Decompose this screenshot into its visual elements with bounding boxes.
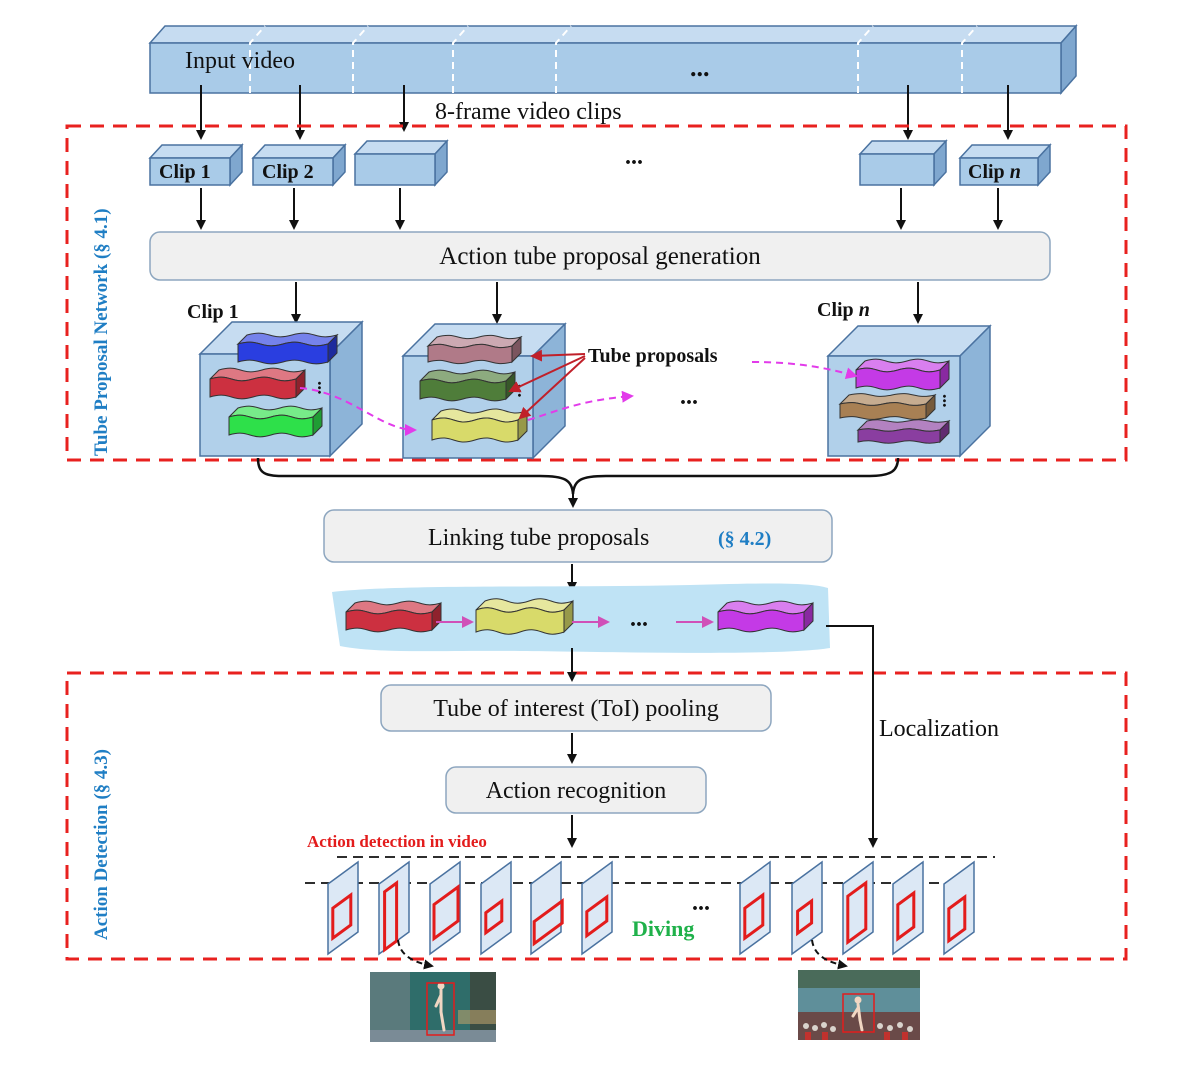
action-recognition-label: Action recognition <box>486 778 667 804</box>
linked-tube-magenta <box>717 600 814 633</box>
video-frame <box>581 860 613 956</box>
frame-detection-box <box>432 884 460 942</box>
thumbnail-diver-1 <box>370 972 496 1042</box>
clip-2-tubes <box>419 334 528 443</box>
proposal-generation-label: Action tube proposal generation <box>439 243 761 270</box>
frame-detection-box <box>585 894 609 939</box>
linked-ellipsis: ... <box>630 606 648 632</box>
clip-to-generation-arrows <box>196 188 1003 230</box>
linking-label: Linking tube proposals <box>428 525 649 551</box>
video-frame <box>842 860 874 956</box>
tube-proposal-section-label: Tube Proposal Network (§ 4.1) <box>91 208 112 456</box>
video-frame <box>327 860 359 956</box>
video-frame <box>429 860 461 956</box>
thumbnail-2-detection-box <box>842 993 875 1033</box>
clip-1-block: Clip 1 <box>148 143 244 187</box>
action-detection-video-label: Action detection in video <box>307 832 487 851</box>
linked-tube-red <box>345 600 442 633</box>
thumbnail-1-detection-box <box>426 982 455 1036</box>
clip-2-tube-yellow <box>431 408 528 443</box>
tube-proposals-label: Tube proposals <box>588 345 718 367</box>
linked-tube-yellow <box>475 598 574 635</box>
video-frame <box>892 860 924 956</box>
linking-box: Linking tube proposals (§ 4.2) <box>323 509 833 563</box>
detection-frames <box>327 860 975 956</box>
clip-2-label: Clip 2 <box>262 161 314 183</box>
frame-detection-box <box>846 880 868 946</box>
frame-to-thumbnail-2-arrow <box>811 939 848 970</box>
clip-1-vertical-dots: ... <box>314 381 334 395</box>
tube-proposal-section-border <box>65 124 1128 462</box>
toi-pooling-box: Tube of interest (ToI) pooling <box>380 684 772 732</box>
cube-clip-n-label: Clip n <box>817 299 870 321</box>
toi-pooling-label: Tube of interest (ToI) pooling <box>433 696 718 722</box>
clip-n-minus-1-block <box>858 139 948 187</box>
video-frame <box>378 860 410 956</box>
frame-detection-box <box>796 898 814 937</box>
thumbnail-diver-2 <box>798 970 920 1040</box>
frame-to-thumbnail-1-arrow <box>397 939 434 970</box>
video-frame <box>791 860 823 956</box>
generation-to-cube-arrows <box>291 282 923 324</box>
clip-n-tube-purple <box>856 419 951 444</box>
action-detection-section-border <box>65 671 1128 961</box>
video-frame <box>530 860 564 956</box>
clip-1-tube-blue <box>236 332 339 365</box>
localization-path <box>826 625 878 848</box>
frames-ellipsis: ... <box>692 890 710 916</box>
diving-label: Diving <box>632 916 694 941</box>
video-frame <box>480 860 512 956</box>
frame-detection-box <box>947 894 967 944</box>
tube-linking-arrows <box>299 361 858 436</box>
input-video-bar: Input video ... <box>148 24 1078 95</box>
clip-1-cube: ... <box>198 320 364 458</box>
proposal-generation-box: Action tube proposal generation <box>149 231 1051 281</box>
clips-caption: 8-frame video clips <box>435 99 622 125</box>
input-video-label: Input video <box>185 48 295 74</box>
clip-n-block: Clip n <box>958 143 1052 187</box>
localization-label: Localization <box>879 716 999 742</box>
clip-2-vertical-dots: ... <box>514 384 534 398</box>
clip-3-block <box>353 139 449 187</box>
clip-1-label: Clip 1 <box>159 161 211 183</box>
frame-detection-box <box>743 892 765 942</box>
linked-tube-band: ... <box>332 583 830 653</box>
clip-2-block: Clip 2 <box>251 143 347 187</box>
linked-tubes <box>345 598 814 635</box>
tube-proposals-pointers <box>508 349 586 420</box>
frame-detection-box <box>484 898 504 936</box>
frame-detection-box <box>331 892 353 942</box>
action-recognition-box: Action recognition <box>445 766 707 814</box>
clip-2-tube-rose <box>426 334 523 365</box>
action-detection-section-label: Action Detection (§ 4.3) <box>91 749 112 940</box>
video-frame <box>739 860 771 956</box>
merge-brace <box>256 457 900 495</box>
clip-n-cube: ... <box>826 324 992 458</box>
clip-n-tube-brown <box>838 393 937 420</box>
linking-section-ref: (§ 4.2) <box>718 528 771 550</box>
frame-detection-box <box>896 890 916 942</box>
video-to-clip-arrows <box>196 85 1013 140</box>
input-video-ellipsis: ... <box>690 53 710 82</box>
frame-detection-box <box>383 880 399 953</box>
frame-detection-box <box>532 898 564 947</box>
clip-1-tube-green <box>228 405 323 438</box>
clips-ellipsis: ... <box>625 144 643 170</box>
diver-figure-1 <box>434 982 446 1032</box>
cube-clip-1-label: Clip 1 <box>187 301 239 323</box>
clip-1-tube-red <box>209 367 306 400</box>
clip-n-label: Clip n <box>968 161 1021 183</box>
proposal-ellipsis: ... <box>680 384 698 410</box>
clip-n-tubes <box>838 358 951 444</box>
clip-2-tube-olive <box>419 369 516 402</box>
clip-2-cube: ... <box>401 322 567 460</box>
diver-figure-2 <box>851 996 864 1032</box>
clip-n-tube-magenta <box>855 358 950 391</box>
clip-n-vertical-dots: ... <box>939 394 959 408</box>
clip-1-tubes <box>209 332 339 438</box>
video-frame <box>943 860 975 956</box>
